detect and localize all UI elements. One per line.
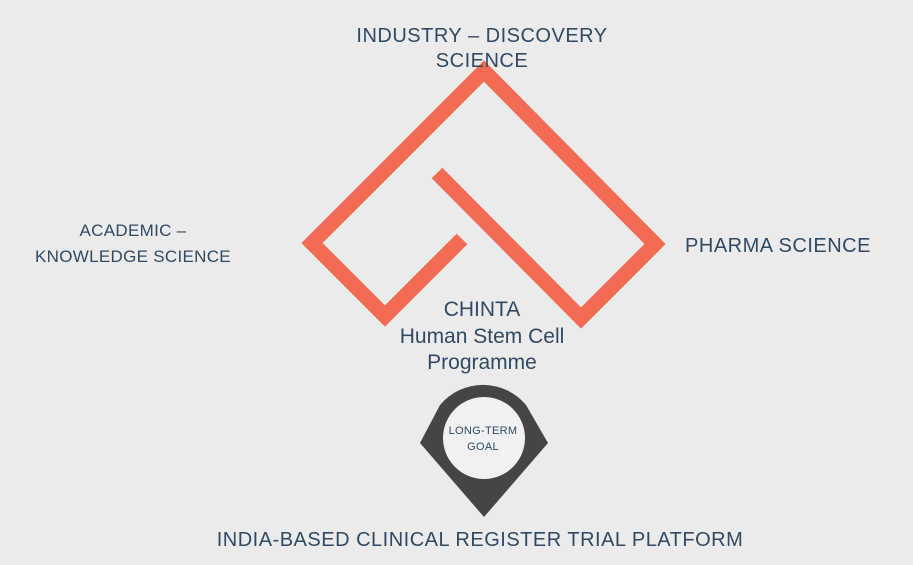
goal-pin-icon [420, 384, 548, 517]
clinical-platform-label: INDIA-BASED CLINICAL REGISTER TRIAL PLAT… [216, 529, 744, 551]
chinta-line3: Programme [427, 351, 537, 375]
industry-discovery-label: INDUSTRY – DISCOVERY SCIENCE [331, 24, 633, 74]
goal-line1: LONG-TERM [448, 425, 518, 437]
long-term-goal-label: LONG-TERM GOAL [431, 424, 535, 456]
chinta-line2: Human Stem Cell [399, 324, 565, 348]
pharma-science-label: PHARMA SCIENCE [685, 235, 871, 257]
diamond-outline-shape [301, 60, 666, 329]
academic-line2: KNOWLEDGE SCIENCE [35, 247, 231, 267]
industry-discovery-line2: SCIENCE [435, 50, 529, 72]
chinta-programme-label: CHINTA Human Stem Cell Programme [342, 297, 622, 377]
chinta-line1: CHINTA [443, 298, 521, 321]
academic-knowledge-label: ACADEMIC – KNOWLEDGE SCIENCE [18, 218, 248, 271]
industry-discovery-line1: INDUSTRY – DISCOVERY [356, 25, 608, 47]
academic-line1: ACADEMIC – [79, 221, 187, 240]
goal-line2: GOAL [467, 440, 499, 453]
